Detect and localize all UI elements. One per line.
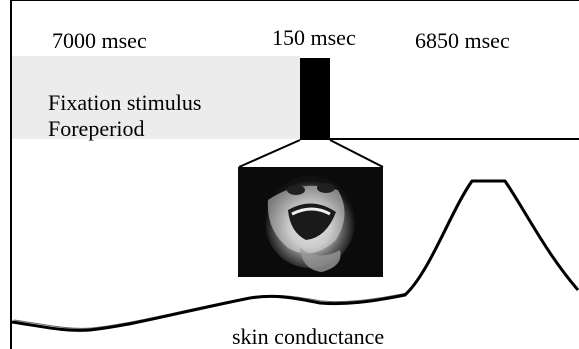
fixation-stimulus-label: Fixation stimulus [48, 90, 201, 116]
phase-1-duration-label: 7000 msec [52, 28, 147, 54]
zoom-line-left [239, 140, 300, 167]
phase-2-duration-label: 150 msec [272, 25, 356, 51]
phase-3-duration-label: 6850 msec [415, 28, 510, 54]
skin-conductance-label: skin conductance [232, 324, 384, 349]
zoom-line-right [330, 140, 383, 167]
stimulus-bar [300, 58, 330, 140]
foreperiod-label: Foreperiod [48, 116, 145, 142]
face-stimulus-image [238, 167, 383, 277]
